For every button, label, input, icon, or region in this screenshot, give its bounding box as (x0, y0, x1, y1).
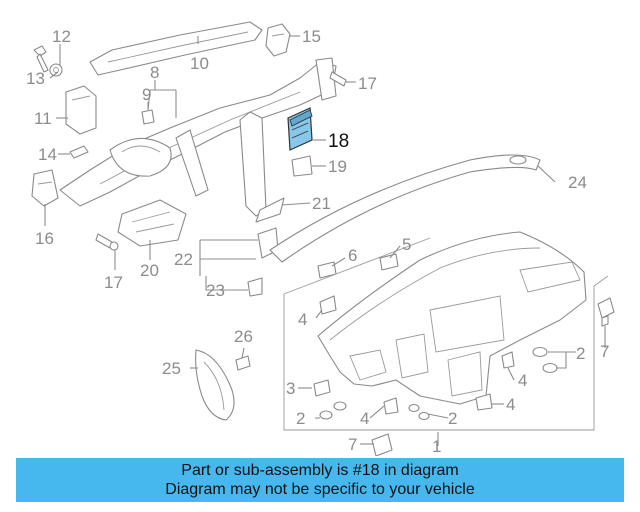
info-banner: Part or sub-assembly is #18 in diagram D… (16, 458, 624, 502)
callout-26: 26 (234, 327, 253, 346)
part-9-clip (141, 109, 155, 125)
part-3-clip (313, 379, 331, 397)
callout-13: 13 (26, 69, 45, 88)
part-24-trim-strip (269, 154, 541, 263)
callout-10: 10 (190, 54, 209, 73)
part-1-box (283, 237, 609, 431)
callout-5: 5 (402, 235, 411, 254)
callout-numbers: 12 13 10 15 8 9 11 14 17 18 19 21 16 17 … (26, 27, 609, 456)
part-17-bolt-lower (95, 233, 119, 251)
exploded-parts-diagram: 12 13 10 15 8 9 11 14 17 18 19 21 16 17 … (26, 21, 615, 456)
part-13-nut (49, 63, 63, 77)
callout-6: 6 (348, 246, 357, 265)
callout-21: 21 (312, 194, 331, 213)
callout-2-c: 2 (576, 344, 585, 363)
part-16-bracket (31, 169, 59, 207)
callout-17-upper: 17 (358, 74, 377, 93)
part-7-clip-right (597, 297, 615, 327)
callout-15: 15 (302, 27, 321, 46)
part-19-pad (291, 155, 313, 177)
part-2-grommet-c (408, 403, 430, 421)
callout-2-b: 2 (448, 409, 457, 428)
callout-20: 20 (140, 261, 159, 280)
part-26-clip (235, 355, 251, 371)
callout-4-c: 4 (506, 395, 515, 414)
callout-4-b: 4 (360, 409, 369, 428)
instrument-panel (317, 231, 587, 405)
part-12-bolt (33, 45, 49, 73)
callout-11: 11 (34, 109, 52, 128)
part-15-bracket (265, 23, 291, 57)
callout-25: 25 (162, 359, 181, 378)
callout-7-b: 7 (348, 435, 357, 454)
part-4-clip-b (383, 397, 399, 415)
banner-line-part: Part or sub-assembly is #18 in diagram (181, 462, 459, 479)
part-18-highlighted (287, 107, 313, 151)
callout-4-a: 4 (298, 310, 307, 329)
callout-22: 22 (174, 250, 193, 269)
banner-line-disclaimer: Diagram may not be specific to your vehi… (165, 481, 475, 498)
callout-23: 23 (206, 281, 225, 300)
part-10-reinforcement (89, 21, 263, 76)
part-4-clip-a (319, 295, 337, 315)
part-17-bolt-upper (329, 71, 347, 87)
callout-19: 19 (328, 157, 347, 176)
part-6-clip (317, 261, 337, 279)
callout-14: 14 (38, 145, 57, 164)
callout-16: 16 (35, 229, 54, 248)
part-7-clip-bottom (371, 433, 393, 456)
part-14-bolt (69, 145, 89, 159)
part-20-bracket (117, 199, 187, 247)
callout-18: 18 (328, 131, 349, 152)
callout-3: 3 (286, 379, 295, 398)
callout-1: 1 (432, 437, 441, 456)
callout-17-lower: 17 (104, 273, 123, 292)
leader-lines (44, 35, 606, 446)
callout-24: 24 (568, 173, 587, 192)
part-5-clip (379, 253, 399, 271)
callout-12: 12 (52, 27, 71, 46)
part-23-clip (247, 277, 263, 297)
callout-9: 9 (142, 85, 151, 104)
callout-2-a: 2 (296, 409, 305, 428)
callout-4-d: 4 (518, 371, 527, 390)
part-11-bracket (65, 85, 97, 135)
callout-8: 8 (150, 63, 159, 82)
part-2-grommet-b (333, 401, 347, 411)
part-2-grommet-a (319, 410, 333, 420)
callout-7-a: 7 (600, 342, 609, 361)
part-4-clip-d (501, 351, 515, 369)
part-21-pad (255, 197, 285, 223)
part-4-clip-c (475, 393, 493, 411)
part-25-side-cover (195, 349, 235, 421)
part-2-grommet-d (532, 346, 558, 374)
